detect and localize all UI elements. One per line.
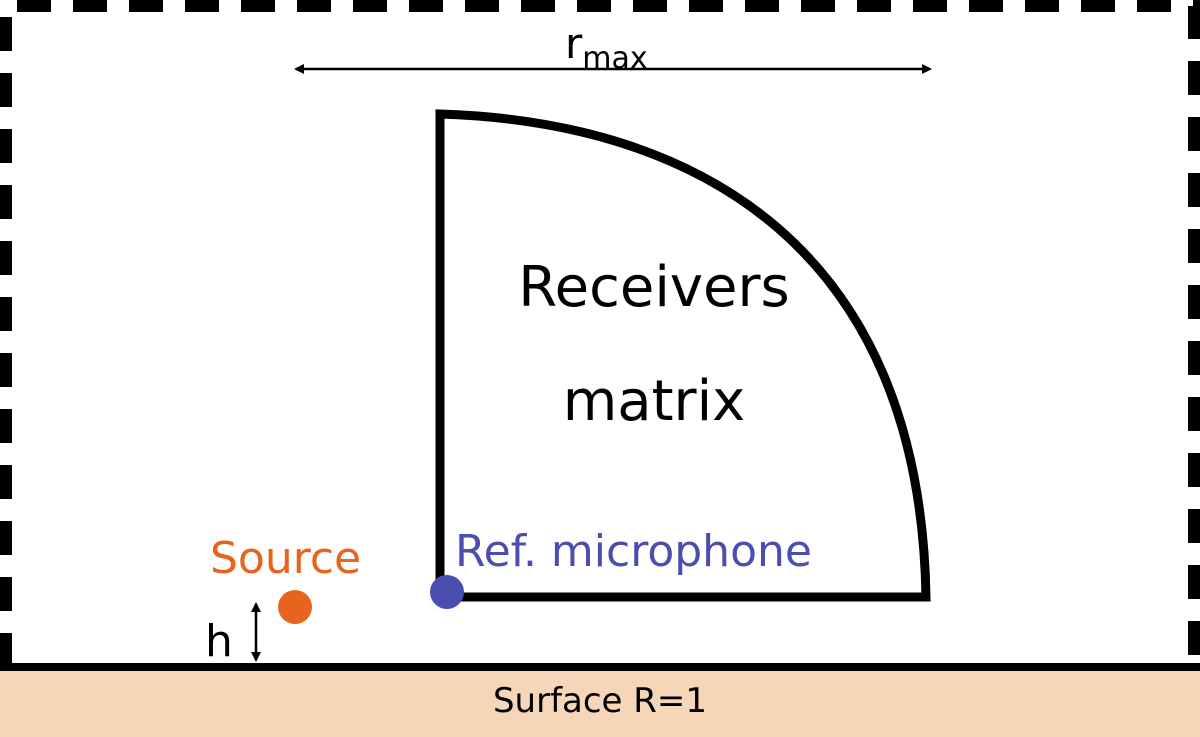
rmax-subscript: max <box>582 41 647 76</box>
receivers-matrix-region <box>435 109 931 602</box>
rmax-label: rmax <box>565 19 648 76</box>
receivers-label-line2: matrix <box>563 369 746 434</box>
domain-boundary-dashed <box>0 0 1200 667</box>
reference-microphone-label: Ref. microphone <box>455 526 812 577</box>
rmax-symbol: r <box>565 19 583 68</box>
receivers-label-line1: Receivers <box>518 255 789 320</box>
surface-band <box>0 668 1200 737</box>
surface-label: Surface R=1 <box>493 681 707 721</box>
height-label: h <box>205 616 233 667</box>
reference-microphone-dot <box>430 575 464 609</box>
source-dot <box>278 590 312 624</box>
source-label: Source <box>210 533 361 584</box>
